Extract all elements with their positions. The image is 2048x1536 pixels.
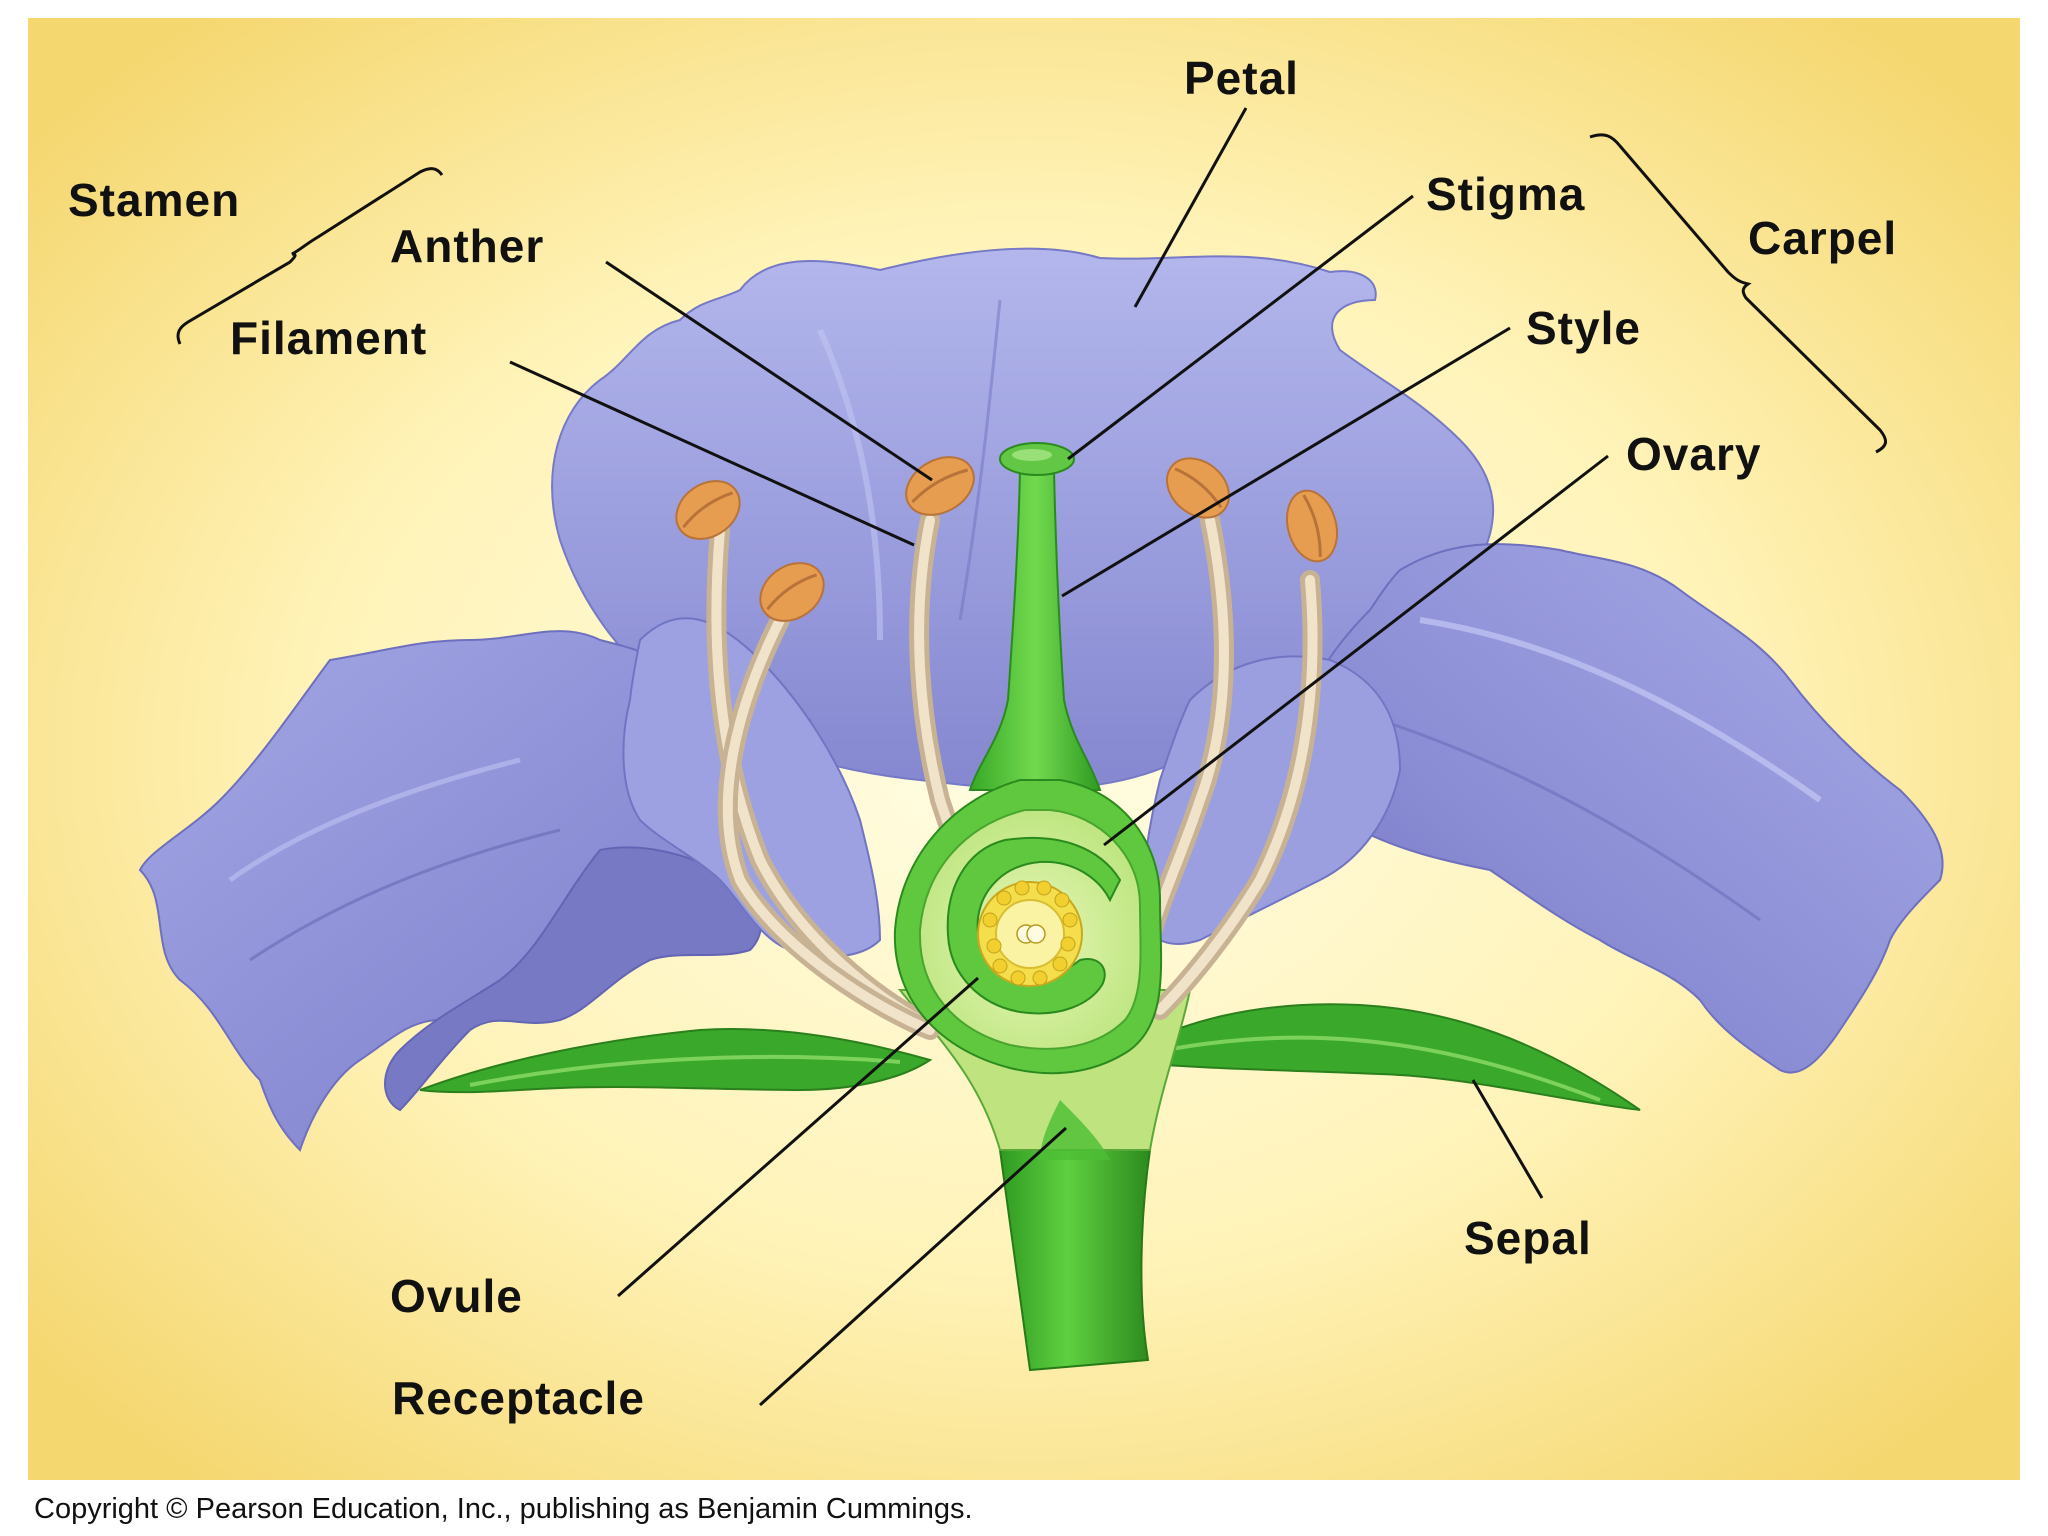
- sepals: [419, 1003, 1641, 1111]
- label-petal: Petal: [1184, 52, 1299, 104]
- stem: [998, 1149, 1152, 1372]
- leader-sepal: [1471, 1079, 1544, 1199]
- label-stamen: Stamen: [68, 174, 240, 226]
- anther-3: [905, 456, 975, 516]
- leader-receptacle: [758, 1126, 1068, 1407]
- leader-petal: [1133, 107, 1248, 308]
- sepal-right: [1106, 1003, 1641, 1111]
- carpel-brace: [1589, 133, 1887, 454]
- anther-5: [1286, 489, 1338, 563]
- leader-ovule: [617, 976, 979, 1298]
- anther-2: [759, 562, 825, 622]
- anthers: [675, 456, 1338, 622]
- anther-1: [675, 480, 741, 540]
- label-carpel: Carpel: [1748, 212, 1897, 264]
- petal-front-right: [1138, 655, 1402, 945]
- ovule: [977, 880, 1083, 987]
- leader-anther: [605, 260, 933, 482]
- leader-lines: [509, 107, 1609, 1407]
- copyright-notice: Copyright © Pearson Education, Inc., pub…: [34, 1493, 973, 1525]
- label-ovary: Ovary: [1626, 428, 1761, 480]
- leader-style: [1061, 326, 1511, 598]
- labels: Stamen Anther Filament Petal Stigma Carp…: [68, 52, 1897, 1424]
- label-filament: Filament: [230, 312, 427, 364]
- leader-stigma: [1067, 194, 1414, 461]
- label-stigma: Stigma: [1426, 168, 1585, 220]
- label-ovule: Ovule: [390, 1270, 523, 1322]
- carpel: [893, 442, 1163, 1075]
- leader-filament: [509, 360, 915, 547]
- label-anther: Anther: [390, 220, 544, 272]
- filaments: [706, 510, 1323, 1040]
- label-style: Style: [1526, 302, 1641, 354]
- label-sepal: Sepal: [1464, 1212, 1592, 1264]
- leader-ovary: [1103, 454, 1609, 847]
- stamen-brace: [176, 167, 444, 345]
- label-receptacle: Receptacle: [392, 1372, 645, 1424]
